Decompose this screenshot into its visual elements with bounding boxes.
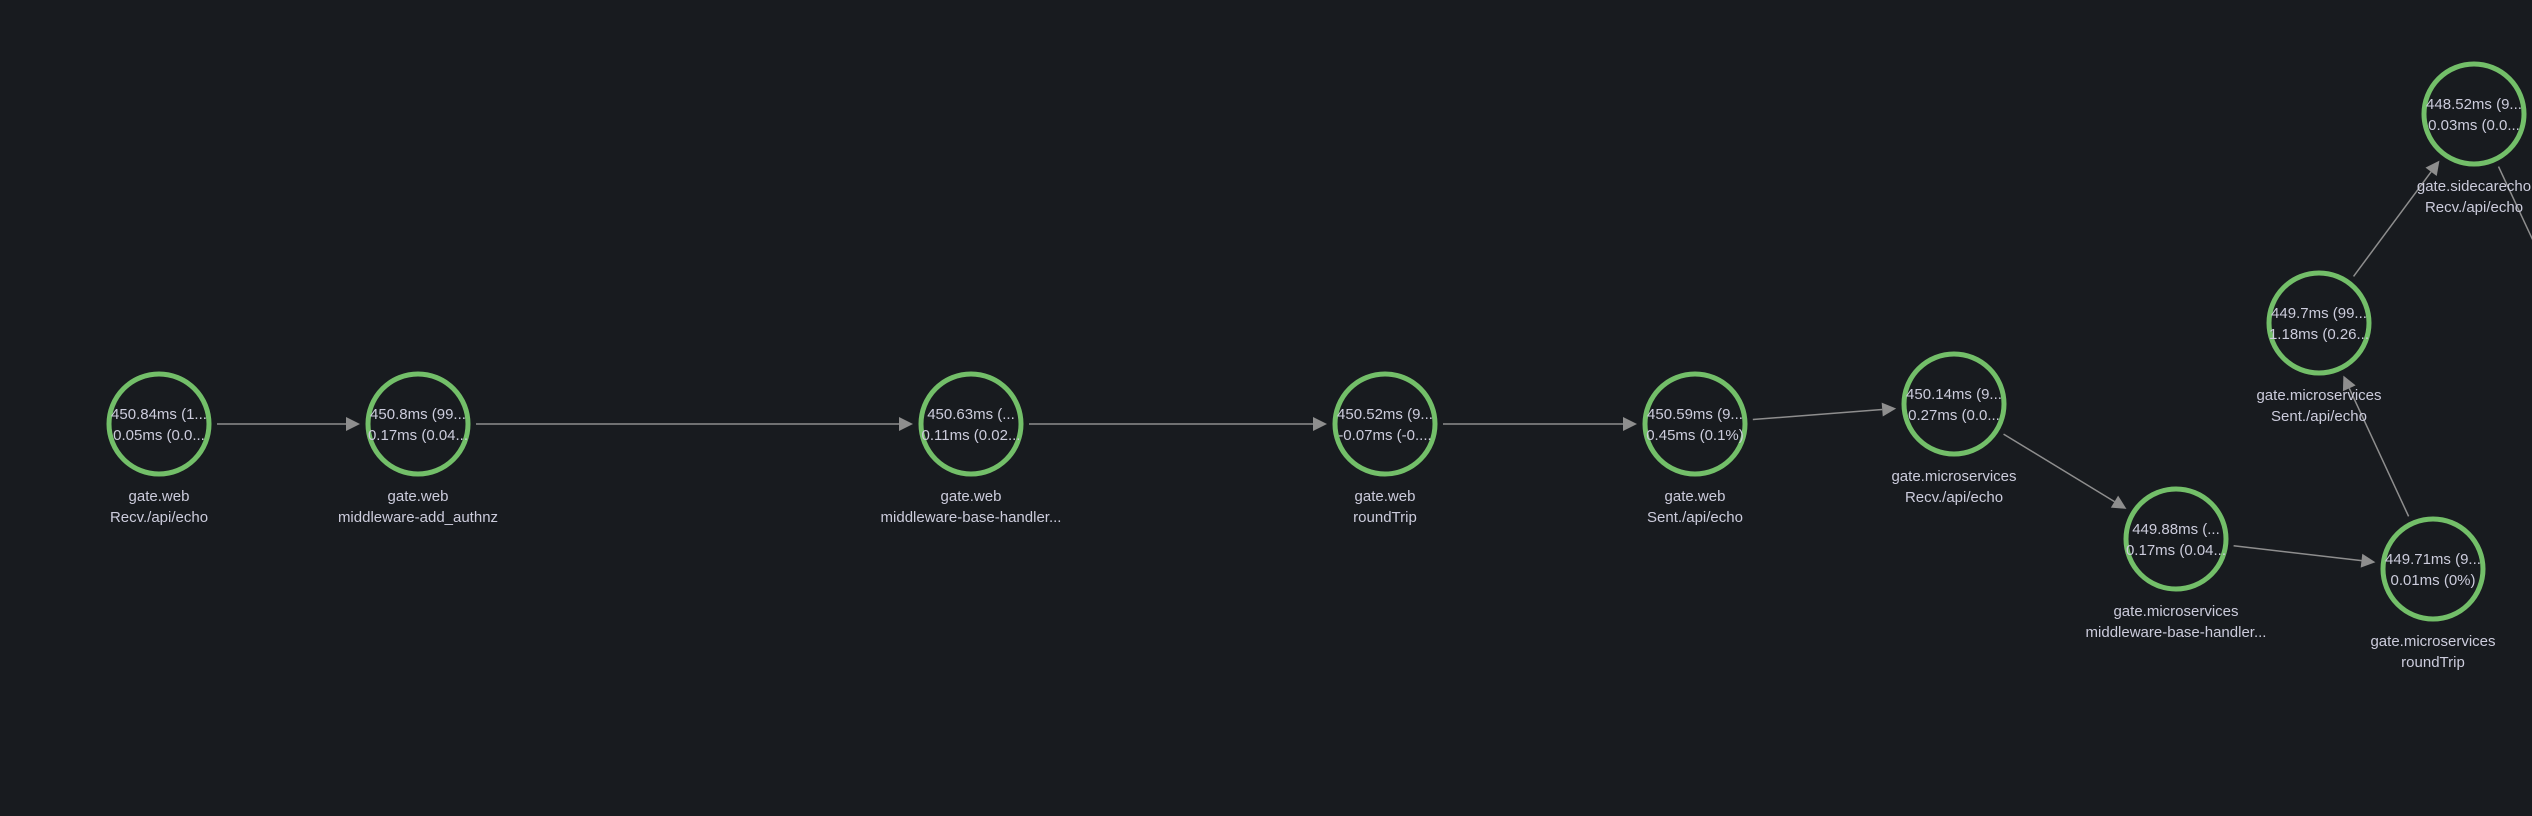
edge-n2-n3[interactable] bbox=[476, 417, 913, 431]
graph-node-n5[interactable]: 450.59ms (9... 0.45ms (0.1%) gate.webSent.… bbox=[1642, 371, 1748, 526]
node-service-label: gate.web bbox=[1355, 488, 1416, 505]
edge-arrow-icon bbox=[2110, 495, 2127, 509]
node-operation-label: roundTrip bbox=[2401, 654, 2465, 671]
graph-node-n3[interactable]: 450.63ms (... 0.11ms (0.02... gate.web midd… bbox=[881, 371, 1062, 526]
node-stat-total: 450.52ms (9... bbox=[1337, 406, 1433, 423]
node-circle[interactable] bbox=[2421, 61, 2527, 167]
node-service-label: gate.microservices bbox=[2370, 633, 2495, 650]
edge-n8-n9[interactable] bbox=[2342, 375, 2410, 517]
node-operation-label: Sent./api/echo bbox=[2271, 408, 2367, 425]
edge-arrow-icon bbox=[1313, 417, 1327, 431]
node-operation-label: Sent./api/echo bbox=[1647, 509, 1743, 526]
edge-line bbox=[2348, 388, 2410, 517]
node-circle[interactable] bbox=[1642, 371, 1748, 477]
node-stat-total: 450.8ms (99... bbox=[370, 406, 466, 423]
edge-line bbox=[2233, 544, 2362, 562]
node-circle[interactable] bbox=[918, 371, 1024, 477]
node-service-label: gate.sidecarecho bbox=[2417, 178, 2531, 195]
graph-node-n1[interactable]: 450.84ms (1... 0.05ms (0.0... gate.webRecv… bbox=[106, 371, 212, 526]
node-circle[interactable] bbox=[1332, 371, 1438, 477]
node-stat-total: 448.52ms (9... bbox=[2426, 96, 2522, 113]
node-stat-self: 0.01ms (0%) bbox=[2390, 572, 2475, 589]
node-operation-label: middleware-base-handler... bbox=[2086, 624, 2267, 641]
node-stat-total: 450.59ms (9... bbox=[1647, 406, 1743, 423]
edge-line bbox=[2003, 433, 2115, 503]
edge-n3-n4[interactable] bbox=[1029, 417, 1327, 431]
node-circle[interactable] bbox=[2123, 486, 2229, 592]
node-operation-label: Recv./api/echo bbox=[2425, 199, 2523, 216]
node-stat-self: 0.45ms (0.1%) bbox=[1646, 427, 1744, 444]
edge-n4-n5[interactable] bbox=[1443, 417, 1637, 431]
node-service-label: gate.microservices bbox=[2113, 603, 2238, 620]
graph-node-n2[interactable]: 450.8ms (99... 0.17ms (0.04... gate.web mid… bbox=[338, 371, 498, 526]
node-service-label: gate.web bbox=[388, 488, 449, 505]
node-service-label: gate.web bbox=[129, 488, 190, 505]
nodes-layer: 450.84ms (1...0.05ms (0.0...gate.webRecv… bbox=[106, 61, 2531, 671]
edge-line bbox=[1752, 408, 1883, 421]
node-stat-self: 0.17ms (0.04... bbox=[2126, 542, 2226, 559]
graph-node-n9[interactable]: 449.7ms (99... 1.18ms (0.26... gate.micros… bbox=[2256, 270, 2382, 425]
node-stat-self: 0.27ms (0.0... bbox=[1908, 407, 2000, 424]
node-stat-self: 0.11ms (0.02... bbox=[922, 427, 1021, 444]
edge-arrow-icon bbox=[2342, 375, 2356, 392]
node-circle[interactable] bbox=[365, 371, 471, 477]
node-stat-self: 0.03ms (0.0... bbox=[2428, 117, 2520, 134]
node-circle[interactable] bbox=[2266, 270, 2372, 376]
edge-arrow-icon bbox=[2360, 553, 2376, 568]
graph-node-n7[interactable]: 449.88ms (... 0.17ms (0.04... gate.microse… bbox=[2086, 486, 2267, 641]
graph-node-n10[interactable]: 448.52ms (9... 0.03ms (0.0... gate.sidecar… bbox=[2417, 61, 2531, 216]
node-stat-total: 449.71ms (9... bbox=[2385, 551, 2481, 568]
edge-n6-n7[interactable] bbox=[2003, 433, 2127, 509]
graph-node-n4[interactable]: 450.52ms (9... -0.07ms (-0.... gate.web rou… bbox=[1332, 371, 1438, 526]
node-service-label: gate.microservices bbox=[2256, 387, 2381, 404]
node-operation-label: middleware-add_authnz bbox=[338, 509, 498, 526]
edge-n1-n2[interactable] bbox=[217, 417, 360, 431]
edge-arrow-icon bbox=[899, 417, 913, 431]
edge-arrow-icon bbox=[346, 417, 360, 431]
node-circle[interactable] bbox=[1901, 351, 2007, 457]
edge-n5-n6[interactable] bbox=[1752, 402, 1897, 421]
node-stat-total: 450.14ms (9... bbox=[1906, 386, 2002, 403]
node-circle[interactable] bbox=[2380, 516, 2486, 622]
edge-arrow-icon bbox=[1623, 417, 1637, 431]
node-stat-total: 449.7ms (99... bbox=[2271, 305, 2367, 322]
edge-line bbox=[2497, 166, 2532, 241]
node-service-label: gate.web bbox=[1665, 488, 1726, 505]
node-stat-self: 0.17ms (0.04... bbox=[368, 427, 468, 444]
node-stat-self: 0.05ms (0.0... bbox=[113, 427, 205, 444]
node-stat-total: 450.63ms (... bbox=[927, 406, 1015, 423]
node-stat-total: 450.84ms (1... bbox=[111, 406, 207, 423]
node-stat-self: -0.07ms (-0.... bbox=[1338, 427, 1431, 444]
edge-n7-n8[interactable] bbox=[2233, 544, 2376, 568]
node-operation-label: roundTrip bbox=[1353, 509, 1417, 526]
node-service-label: gate.web bbox=[941, 488, 1002, 505]
node-stat-self: 1.18ms (0.26... bbox=[2269, 326, 2369, 343]
edges-layer bbox=[217, 160, 2532, 568]
edge-arrow-icon bbox=[2425, 160, 2440, 177]
graph-node-n6[interactable]: 450.14ms (9... 0.27ms (0.0... gate.microse… bbox=[1891, 351, 2017, 506]
node-stat-total: 449.88ms (... bbox=[2132, 521, 2220, 538]
edge-arrow-icon bbox=[1881, 402, 1897, 417]
graph-node-n8[interactable]: 449.71ms (9... 0.01ms (0%) gate.microservi… bbox=[2370, 516, 2496, 671]
edge-n10-n11[interactable] bbox=[2497, 166, 2532, 300]
node-operation-label: Recv./api/echo bbox=[110, 509, 208, 526]
node-service-label: gate.microservices bbox=[1891, 468, 2016, 485]
edge-n9-n10[interactable] bbox=[2352, 160, 2440, 277]
node-circle[interactable] bbox=[106, 371, 212, 477]
node-operation-label: middleware-base-handler... bbox=[881, 509, 1062, 526]
node-operation-label: Recv./api/echo bbox=[1905, 489, 2003, 506]
edge-line bbox=[2352, 171, 2432, 277]
